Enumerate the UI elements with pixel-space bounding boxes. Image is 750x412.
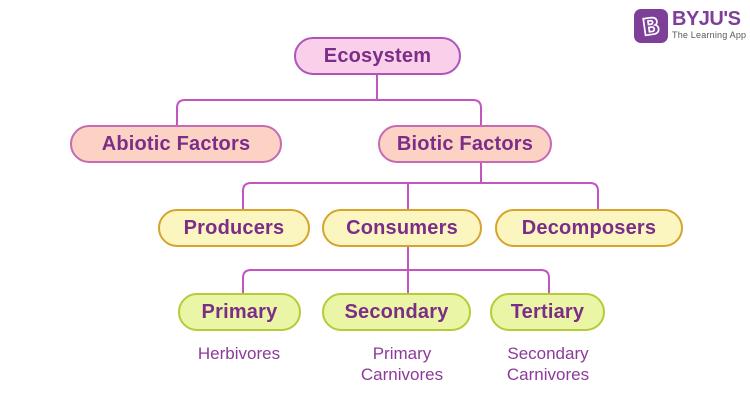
byjus-wordmark: BYJU'S: [672, 8, 741, 30]
node-biotic-factors: Biotic Factors: [378, 125, 552, 163]
node-consumers: Consumers: [322, 209, 482, 247]
sublabel-primary-carnivores: Primary Carnivores: [360, 344, 444, 384]
node-decomposers: Decomposers: [495, 209, 683, 247]
node-tertiary-consumers: Tertiary: [490, 293, 605, 331]
node-producers: Producers: [158, 209, 310, 247]
node-secondary-consumers: Secondary: [322, 293, 471, 331]
byjus-tagline: The Learning App: [672, 30, 747, 40]
node-ecosystem: Ecosystem: [294, 37, 461, 75]
node-abiotic-factors: Abiotic Factors: [70, 125, 282, 163]
byjus-logo-icon: B: [634, 9, 668, 43]
byjus-logo: B BYJU'S The Learning App: [634, 9, 746, 43]
byjus-b-icon: B: [641, 13, 662, 41]
byjus-logo-text: BYJU'S The Learning App: [672, 9, 746, 40]
sublabel-secondary-carnivores: Secondary Carnivores: [506, 344, 590, 384]
sublabel-herbivores: Herbivores: [197, 344, 281, 363]
node-primary-consumers: Primary: [178, 293, 301, 331]
